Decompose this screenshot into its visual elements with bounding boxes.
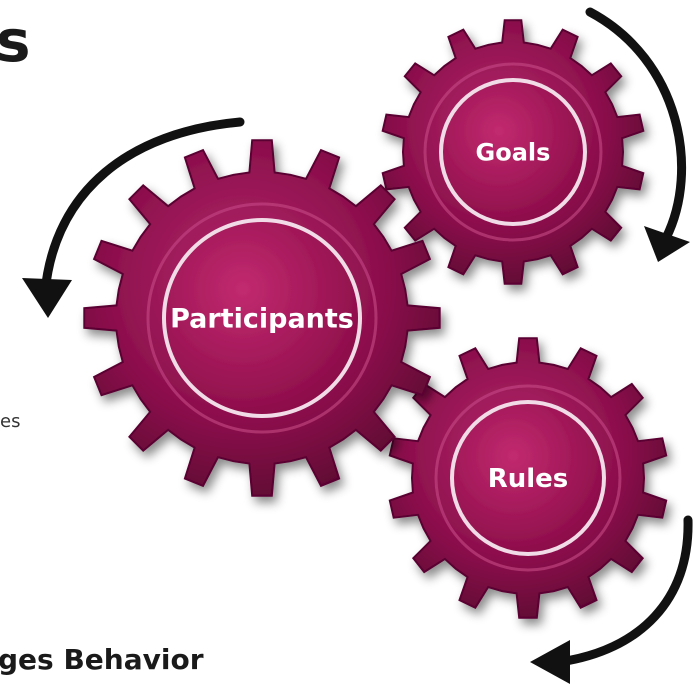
gear-goals: Goals bbox=[381, 19, 645, 285]
partial-heading-text: s bbox=[0, 7, 31, 75]
gear-label-participants: Participants bbox=[170, 303, 354, 334]
partial-subheading-text: ges Behavior bbox=[0, 643, 204, 676]
arrows-group bbox=[22, 7, 693, 684]
curved-arrow-icon bbox=[555, 515, 693, 667]
gear-hub bbox=[443, 82, 583, 222]
curved-arrow-icon bbox=[585, 7, 686, 243]
gear-hub bbox=[454, 404, 602, 552]
gear-inner-ring bbox=[423, 62, 603, 242]
gear-label-goals: Goals bbox=[476, 138, 551, 166]
curved-arrow-icon bbox=[22, 278, 72, 318]
gear-inner-ring bbox=[434, 384, 622, 572]
curved-arrow-icon bbox=[40, 117, 245, 297]
curved-arrow-icon bbox=[530, 640, 570, 684]
gear-rules: Rules bbox=[388, 337, 668, 619]
gear-label-rules: Rules bbox=[488, 464, 569, 494]
gear-inner-ring bbox=[146, 202, 378, 434]
gear-participants: Participants bbox=[83, 139, 441, 497]
gear-hub bbox=[166, 222, 358, 414]
curved-arrow-icon bbox=[644, 226, 690, 262]
partial-body-text: es bbox=[0, 411, 21, 432]
